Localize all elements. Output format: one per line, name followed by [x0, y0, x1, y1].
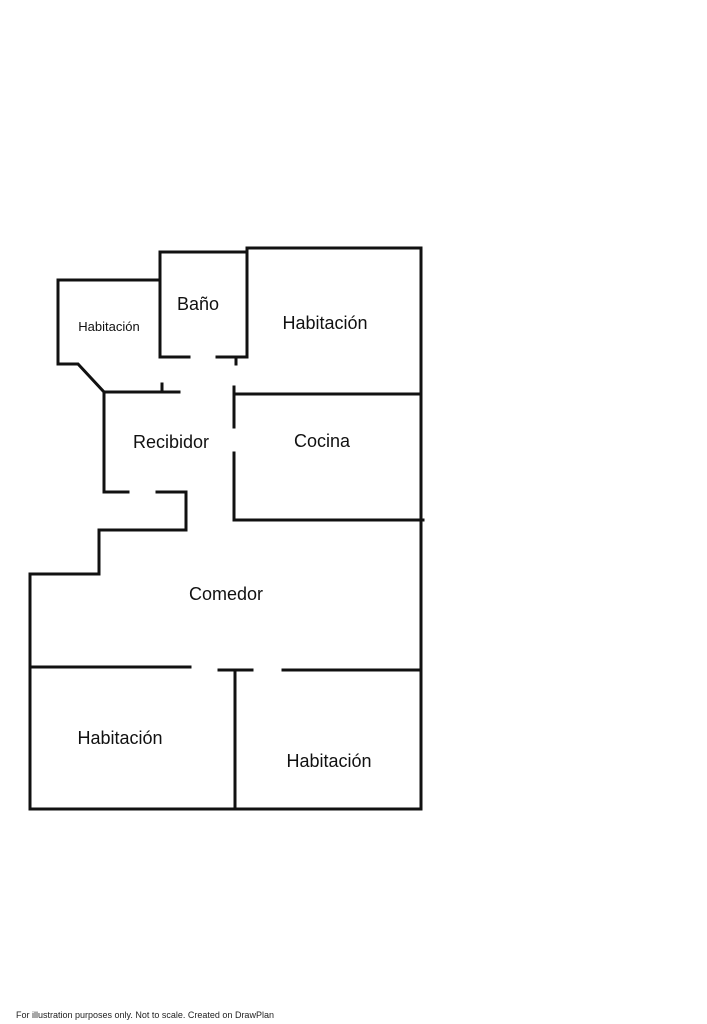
room-label-habitacion-small: Habitación — [78, 319, 139, 334]
outer-wall — [28, 246, 423, 811]
room-label-habitacion-bottom-right: Habitación — [286, 751, 371, 771]
room-label-habitacion-bottom-left: Habitación — [77, 728, 162, 748]
room-label-recibidor: Recibidor — [133, 432, 209, 452]
room-labels: Habitación Baño Habitación Recibidor Coc… — [77, 294, 371, 771]
walls — [28, 246, 425, 811]
room-label-cocina: Cocina — [294, 431, 351, 451]
room-label-comedor: Comedor — [189, 584, 263, 604]
wall-cocina-left-lower — [232, 451, 425, 522]
disclaimer-footer: For illustration purposes only. Not to s… — [16, 1010, 274, 1020]
wall-recibidor-left — [56, 278, 162, 494]
room-label-bano: Baño — [177, 294, 219, 314]
room-label-habitacion-top-right: Habitación — [282, 313, 367, 333]
